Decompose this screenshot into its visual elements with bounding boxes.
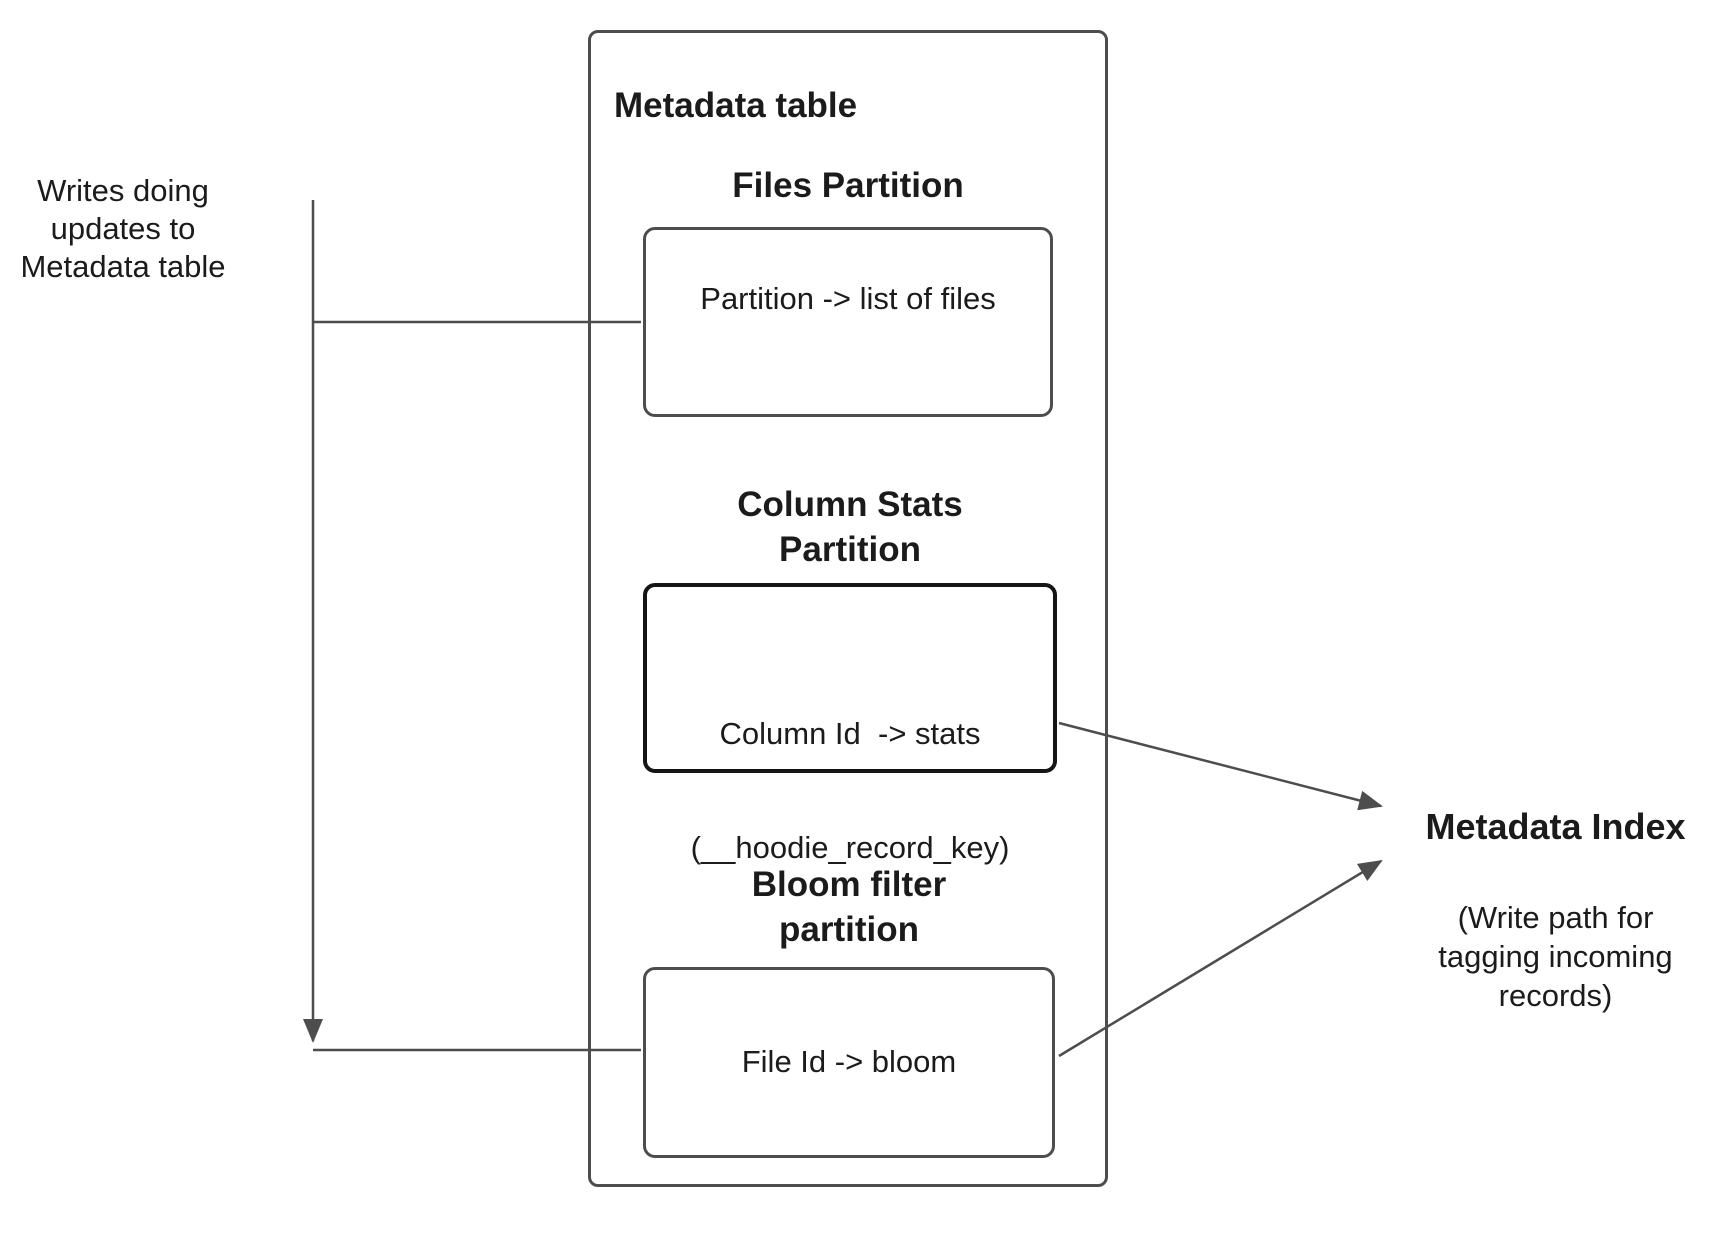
metadata-index-note-line: (Write path for: [1457, 900, 1654, 935]
bloom-filter-partition-heading-line: Bloom filter: [751, 865, 947, 904]
column-stats-partition-heading: Column Stats Partition: [643, 482, 1057, 572]
metadata-index-note-line: tagging incoming: [1438, 939, 1673, 974]
metadata-table-container: Metadata table Files Partition Partition…: [588, 30, 1108, 1187]
files-partition-body: Partition -> list of files: [700, 281, 996, 316]
files-partition-heading: Files Partition: [732, 166, 964, 205]
metadata-index-note: (Write path for tagging incoming records…: [1393, 898, 1718, 1015]
bloom-filter-partition-box: File Id -> bloom: [643, 967, 1055, 1158]
column-stats-partition-box: Column Id -> stats (__hoodie_record_key): [643, 583, 1057, 865]
column-stats-partition-body: Column Id -> stats (__hoodie_record_key): [647, 639, 1053, 943]
column-stats-partition-heading-line: Column Stats: [737, 485, 963, 524]
bloom-filter-partition-body: File Id -> bloom: [741, 1044, 957, 1079]
column-stats-partition-body-line: Column Id -> stats: [719, 716, 981, 751]
writes-updates-label-line: Metadata table: [20, 249, 226, 284]
bloom-filter-partition-heading-line: partition: [779, 910, 919, 949]
writes-updates-label-line: updates to: [50, 211, 196, 246]
metadata-index-title: Metadata Index: [1425, 806, 1686, 847]
metadata-index-block: Metadata Index (Write path for tagging i…: [1393, 806, 1718, 1015]
column-stats-partition-heading-line: Partition: [779, 530, 921, 569]
metadata-index-note-line: records): [1498, 978, 1613, 1013]
bloom-filter-partition-heading: Bloom filter partition: [643, 862, 1055, 952]
column-stats-partition-body-line: (__hoodie_record_key): [690, 830, 1010, 865]
writes-updates-label: Writes doing updates to Metadata table: [10, 172, 236, 286]
metadata-table-title: Metadata table: [614, 86, 858, 125]
files-partition-box: Partition -> list of files: [643, 227, 1053, 417]
writes-updates-label-line: Writes doing: [37, 173, 209, 208]
